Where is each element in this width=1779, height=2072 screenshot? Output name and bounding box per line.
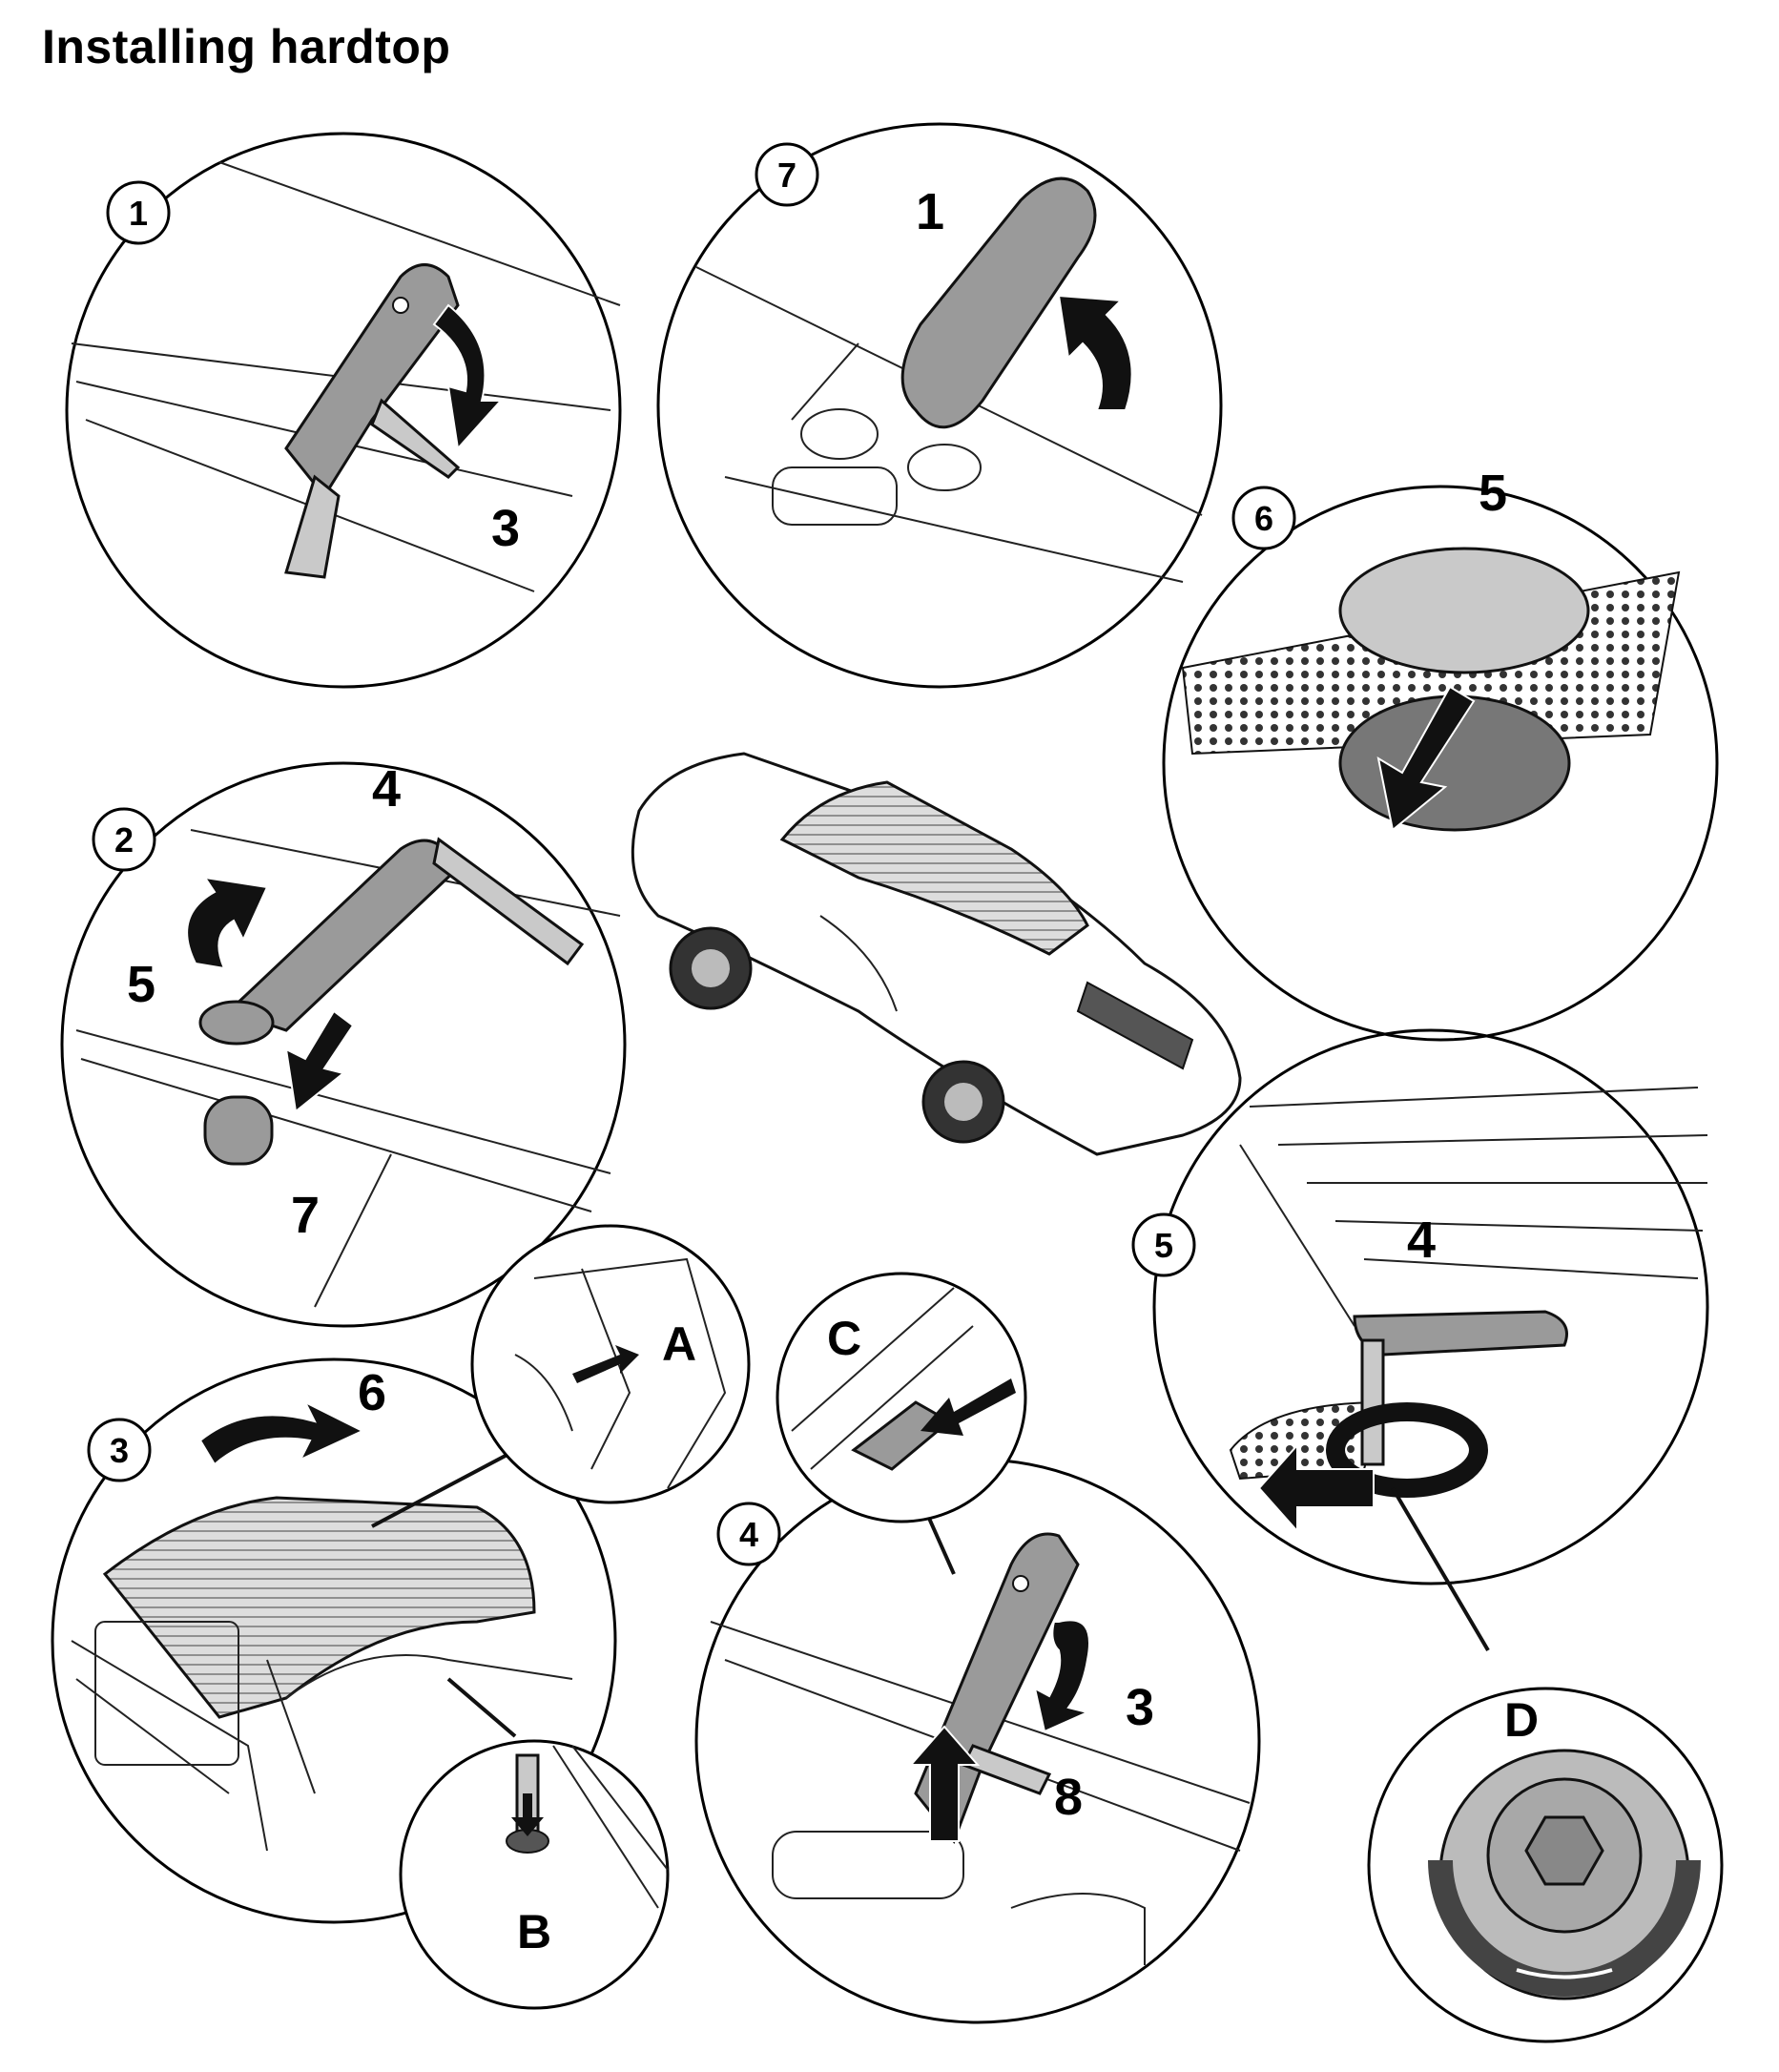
detail-b-label: B xyxy=(517,1905,551,1958)
step-1-rotate-arrow xyxy=(432,303,504,451)
step-5-label-4: 4 xyxy=(1407,1212,1436,1269)
step-5-panel: 5 4 xyxy=(1131,1028,1709,1652)
detail-b-circle xyxy=(399,1739,670,2010)
step-6-panel: 6 5 xyxy=(1162,465,1719,1042)
car-engine-grille xyxy=(1076,981,1194,1070)
step-7-arrow xyxy=(1057,294,1133,411)
step-7-number: 7 xyxy=(777,155,796,195)
step-2-label-5: 5 xyxy=(127,956,155,1013)
step-5-turn-ring xyxy=(1326,1402,1488,1498)
step-1-circle xyxy=(65,132,622,689)
step-7-badge: 7 xyxy=(755,142,819,207)
step-7-circle xyxy=(656,122,1223,689)
step-6-circle xyxy=(1162,485,1719,1042)
step-4-rotate-arrow xyxy=(1033,1619,1091,1733)
car-hardtop xyxy=(779,780,1089,956)
step-5-crank-tool xyxy=(1353,1310,1568,1357)
step-6-cap xyxy=(1338,547,1590,674)
detail-d-panel: D xyxy=(1367,1687,1724,2043)
detail-d-label: D xyxy=(1504,1693,1539,1747)
step-4-label-8: 8 xyxy=(1054,1769,1083,1826)
detail-b-arrow xyxy=(511,1793,544,1836)
step-3-hardtop xyxy=(102,1496,536,1719)
detail-b-leader xyxy=(446,1677,517,1738)
step-6-label-5: 5 xyxy=(1479,465,1507,522)
step-6-badge: 6 xyxy=(1231,486,1296,550)
step-7-cover-cap xyxy=(900,176,1097,429)
step-5-number: 5 xyxy=(1154,1226,1173,1265)
step-2-number: 2 xyxy=(114,820,134,860)
step-5-badge: 5 xyxy=(1131,1212,1196,1277)
step-2-insert-arrow xyxy=(284,1009,355,1113)
step-3-badge: 3 xyxy=(87,1418,152,1482)
step-4-panel: 4 3 8 xyxy=(694,1458,1261,2024)
detail-a-label: A xyxy=(662,1317,696,1371)
step-1-label-3: 3 xyxy=(491,500,520,557)
step-1-latch-handle xyxy=(284,263,461,579)
step-7-panel: 7 1 xyxy=(656,122,1223,689)
page-title: Installing hardtop xyxy=(42,20,451,73)
detail-a-panel: A xyxy=(470,1224,751,1504)
step-1-number: 1 xyxy=(129,194,148,233)
step-2-socket xyxy=(203,1095,274,1166)
step-4-lift-arrow xyxy=(908,1725,981,1842)
step-5-detail-leader xyxy=(1391,1486,1490,1652)
car-illustration xyxy=(631,752,1242,1156)
detail-c-arrow xyxy=(921,1378,1016,1436)
detail-c-panel: C xyxy=(776,1272,1027,1523)
step-3-circle xyxy=(51,1357,617,1924)
step-3-label-6: 6 xyxy=(358,1364,386,1421)
detail-a-arrow xyxy=(572,1345,639,1383)
step-5-turn-arrow xyxy=(1257,1442,1375,1534)
detail-b-panel: B xyxy=(399,1739,670,2010)
step-3-number: 3 xyxy=(110,1431,129,1470)
step-3-lift-arrow xyxy=(198,1399,365,1466)
step-2-badge: 2 xyxy=(92,807,156,872)
step-2-label-7: 7 xyxy=(291,1187,320,1244)
step-2-crank-tool xyxy=(198,837,585,1046)
detail-d-turn-arrow xyxy=(1516,1968,1613,1979)
step-3-panel: 3 6 xyxy=(51,1357,617,1924)
step-2-lift-arrow xyxy=(186,876,269,970)
step-1-badge: 1 xyxy=(106,180,171,245)
step-6-arrow xyxy=(1376,685,1476,832)
detail-c-label: C xyxy=(827,1312,861,1365)
step-7-roof-lines xyxy=(695,266,1203,583)
step-4-number: 4 xyxy=(739,1515,758,1554)
step-2-circle xyxy=(60,761,627,1328)
step-6-number: 6 xyxy=(1254,499,1273,538)
step-5-hardtop-stripes xyxy=(1239,1087,1708,1327)
step-5-crank-shaft xyxy=(1360,1338,1385,1466)
step-2-panel: 2 4 5 7 xyxy=(60,760,627,1328)
step-3-car-body xyxy=(71,1621,573,1852)
step-4-badge: 4 xyxy=(716,1502,781,1566)
detail-d-hex-bolt xyxy=(1524,1815,1604,1886)
step-2-label-4: 4 xyxy=(372,760,401,818)
step-5-circle xyxy=(1152,1028,1709,1585)
step-1-panel: 1 3 xyxy=(65,132,622,689)
step-7-label-1: 1 xyxy=(916,183,944,240)
step-4-label-3: 3 xyxy=(1126,1679,1154,1736)
